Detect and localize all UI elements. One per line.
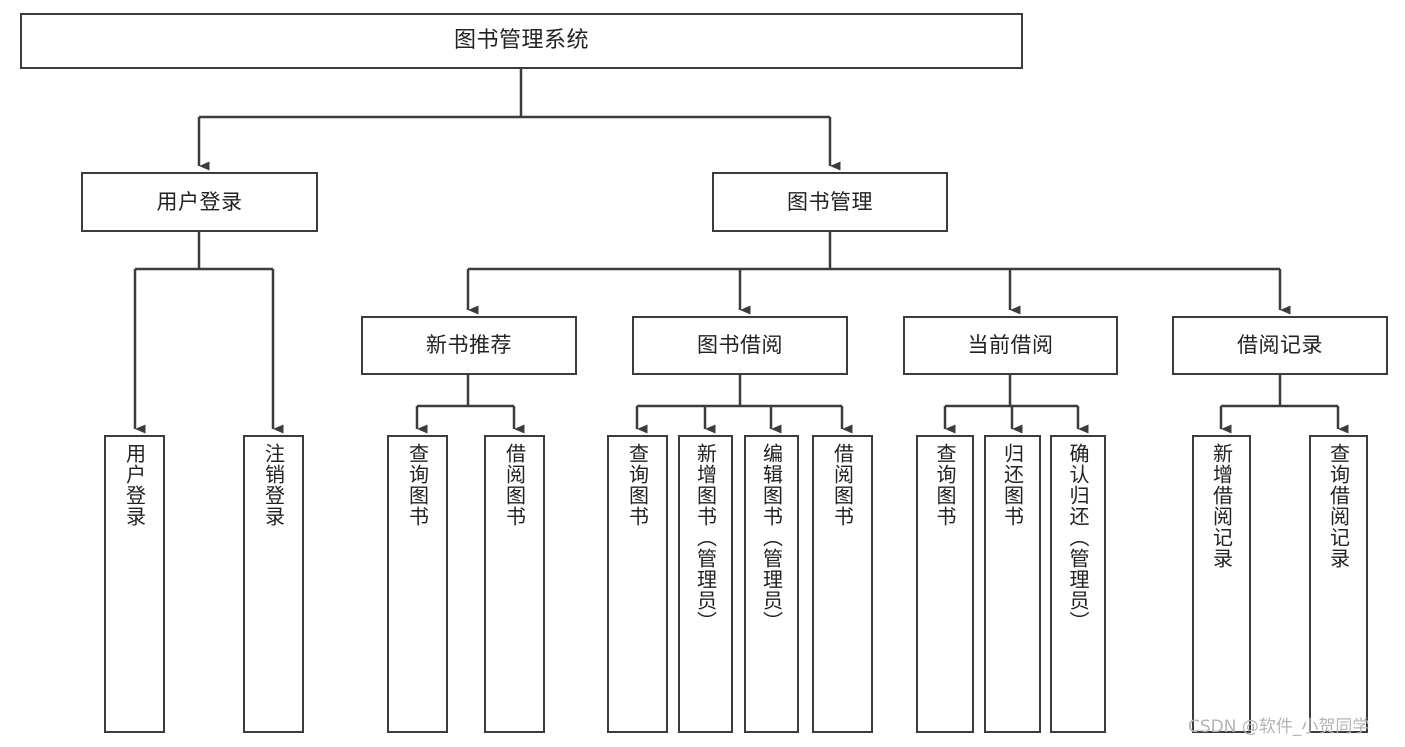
leaf-query-book[interactable]: 查询图书 — [607, 435, 668, 733]
node-label: 查询借阅记录 — [1326, 443, 1351, 569]
leaf-return-book[interactable]: 归还图书 — [984, 435, 1041, 733]
node-label: 新增图书（管理员） — [693, 443, 718, 632]
node-label: 查询图书 — [405, 443, 430, 527]
leaf-edit-book-admin[interactable]: 编辑图书（管理员） — [744, 435, 799, 733]
leaf-borrow-book-recommend[interactable]: 借阅图书 — [484, 435, 545, 733]
node-label: 归还图书 — [1000, 443, 1025, 527]
node-root-system[interactable]: 图书管理系统 — [20, 13, 1023, 69]
leaf-query-borrow-record[interactable]: 查询借阅记录 — [1309, 435, 1368, 733]
leaf-add-borrow-record[interactable]: 新增借阅记录 — [1192, 435, 1251, 733]
node-book-borrow[interactable]: 图书借阅 — [632, 316, 848, 375]
leaf-confirm-return-admin[interactable]: 确认归还（管理员） — [1050, 435, 1106, 733]
leaf-query-book-current[interactable]: 查询图书 — [916, 435, 974, 733]
node-label: 查询图书 — [625, 443, 650, 527]
node-current-borrow[interactable]: 当前借阅 — [903, 316, 1118, 375]
node-book-management[interactable]: 图书管理 — [712, 172, 948, 232]
node-label: 新书推荐 — [426, 333, 512, 358]
node-label: 图书管理 — [787, 189, 873, 214]
leaf-logout[interactable]: 注销登录 — [243, 435, 304, 733]
node-user-login[interactable]: 用户登录 — [81, 172, 318, 232]
node-label: 图书管理系统 — [453, 28, 589, 54]
node-label: 图书借阅 — [697, 333, 783, 358]
node-label: 借阅图书 — [830, 443, 855, 527]
node-label: 编辑图书（管理员） — [759, 443, 784, 632]
node-label: 查询图书 — [933, 443, 957, 527]
node-label: 用户登录 — [156, 189, 243, 214]
node-label: 借阅图书 — [502, 443, 527, 527]
node-label: 新增借阅记录 — [1209, 443, 1234, 569]
node-label: 注销登录 — [261, 443, 286, 527]
node-label: 当前借阅 — [967, 333, 1054, 358]
leaf-borrow-book[interactable]: 借阅图书 — [812, 435, 873, 733]
leaf-add-book-admin[interactable]: 新增图书（管理员） — [678, 435, 733, 733]
node-label: 用户登录 — [122, 443, 147, 527]
watermark-text: CSDN @软件_小贺同学 — [1188, 717, 1370, 737]
leaf-user-login[interactable]: 用户登录 — [104, 435, 165, 733]
leaf-query-book-recommend[interactable]: 查询图书 — [387, 435, 448, 733]
node-label: 借阅记录 — [1237, 333, 1323, 358]
node-label: 确认归还（管理员） — [1066, 443, 1090, 632]
node-new-book-recommend[interactable]: 新书推荐 — [361, 316, 577, 375]
node-borrow-record[interactable]: 借阅记录 — [1172, 316, 1388, 375]
